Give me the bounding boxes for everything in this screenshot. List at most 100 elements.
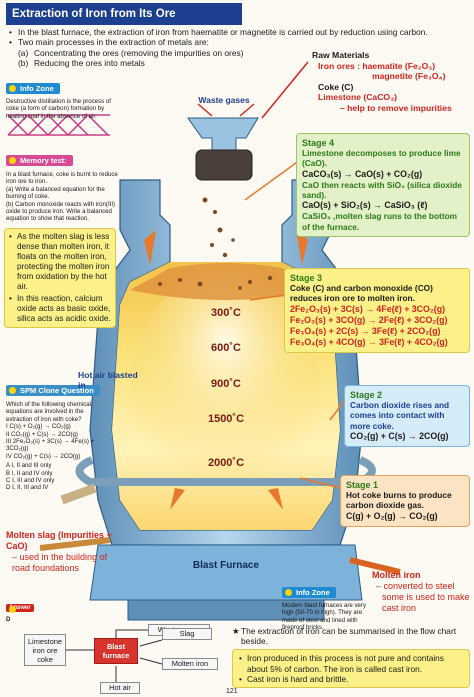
info-zone-2: Info Zone Modern blast furnaces are very… [282,582,372,632]
info-zone-1-text: Destructive distillation is the process … [6,98,111,120]
stage-3-eq2: Fe₂O₃(s) + 3CO(g) → 2Fe(ℓ) + 3CO₂(g) [290,314,448,325]
molten-iron-callout: Molten iron – converted to steel some is… [372,570,472,614]
molten-iron-note-1: – converted to steel [376,581,455,591]
info-zone-2-text: Modern blast furnaces are very high (50-… [282,602,366,632]
summary-notes-box: •Iron produced in this process is not pu… [232,649,470,689]
hot-air-pipe [60,483,97,505]
stage-1-eq: C(g) + O₂(g) → CO₂(g) [346,510,438,521]
molten-slag-callout: Molten slag (Impurities + CaO) – used in… [6,530,124,574]
spm-option-3: III 2Fe₂O₃(s) + 3C(s) → 4Fe(s) + 3CO₂(g) [6,438,95,453]
slag-spout [39,537,111,551]
stage-4-b1: Limestone decomposes to produce lime (Ca… [302,148,461,169]
raw-materials-title: Raw Materials [312,50,370,60]
spm-option-2: II CO₂(g) + C(s) → 2CO(g) [6,430,78,438]
hot-air-ring-pipe [75,456,376,486]
blast-furnace-label: Blast Furnace [192,560,260,571]
stage-3-eq1: 2Fe₂O₃(s) + 3C(s) → 4Fe(ℓ) + 3CO₂(g) [290,303,446,314]
memory-test-text: In a blast furnace, coke is burnt to red… [6,171,118,186]
memory-test-heading: Memory test: [6,155,73,166]
stage-4-box: Stage 4 Limestone decomposes to produce … [296,133,470,237]
molten-iron-title: Molten iron [372,570,421,580]
answer-label: Answer [6,604,34,613]
furnace-glow [131,270,321,510]
stage-3-title: Stage 3 [290,273,323,283]
sub-a-text: Concentrating the ores (removing the imp… [34,47,244,58]
flow-molten-iron: Molten iron [162,658,218,670]
info-zone-1: Info Zone Destructive distillation is th… [6,78,114,120]
iron-spout [349,557,401,575]
stage-1-text: Hot coke burns to produce carbon dioxide… [346,490,452,511]
stage-3-box: Stage 3 Coke (C) and carbon monoxide (CO… [284,268,470,354]
intro-line-1: In the blast furnace, the extraction of … [8,27,470,38]
spm-question-text: Which of the following chemical equation… [6,401,92,423]
furnace-base [89,544,363,601]
raw-iron-ores: Iron ores : haematite (Fe₂O₃) [318,60,436,71]
flow-slag: Slag [162,628,212,640]
memory-test: Memory test: In a blast furnace, coke is… [6,150,126,223]
stage-4-title: Stage 4 [302,138,335,148]
rising-gas-arrows [144,230,308,510]
stage-pointer-arrows [244,159,346,489]
stage-3-eq4: Fe₃O₄(s) + 4CO(g) → 3Fe(ℓ) + 4CO₂(g) [290,337,448,348]
molten-slag-title: Molten slag (Impurities + CaO) [6,530,112,551]
stage-2-text: Carbon dioxide rises and comes into cont… [350,400,450,431]
sub-b-text: Reducing the ores into metals [34,58,145,69]
spm-question: SPM Clone Question Which of the followin… [6,380,102,492]
sub-b-label: (b) [18,58,29,69]
stage-4-b2: CaO then reacts with SiO₂ (silica dioxid… [302,179,462,201]
page-title: Extraction of Iron from Its Ore [6,3,242,25]
molten-iron-note-2: some is used to make cast iron [382,592,470,613]
summary: ★The extraction of iron can be summarise… [232,626,470,689]
stage-2-box: Stage 2 Carbon dioxide rises and comes i… [344,385,470,448]
spm-question-heading: SPM Clone Question [6,385,100,396]
charge-layer [130,263,322,300]
stage-2-eq: CO₂(g) + C(s) → 2CO(g) [350,430,449,441]
memory-test-qb: (b) Carbon monoxide reacts with iron(III… [6,200,116,223]
stage-2-title: Stage 2 [350,390,383,400]
intro-line-2: Two main processes in the extraction of … [8,37,470,48]
raw-magnetite: magnetite (Fe₃O₄) [372,71,446,82]
summary-intro: The extraction of iron can be summarised… [241,626,457,647]
summary-b2: Cast iron is hard and brittle. [247,673,349,684]
flow-hot-air: Hot air [100,682,140,694]
temp-2000: 2000˚C [207,457,245,469]
stage-1-box: Stage 1 Hot coke burns to produce carbon… [340,475,470,527]
stage-4-b3: CaSiO₃ ,molten slag runs to the bottom o… [302,211,458,232]
summary-b1: Iron produced in this process is not pur… [247,653,444,674]
sub-a-label: (a) [18,47,29,58]
waste-gas-arrow-right [239,103,255,117]
slag-note-box: •As the molten slag is less dense than m… [4,228,116,328]
info-zone-2-heading: Info Zone [282,587,336,598]
stage-3-eq3: Fe₃O₄(s) + 2C(s) → 3Fe(ℓ) + 2CO₂(g) [290,326,441,337]
spm-answer-a: A I, II and III only [6,462,52,470]
lattice-decoration [7,113,110,137]
waste-gases-label: Waste gases [198,95,250,105]
spm-answer-c: C I, III and IV only [6,477,55,485]
flow-inputs: Limestone iron ore coke [24,634,66,666]
ore-particles [158,197,273,290]
hot-air-label: Hot air blasted in [78,370,138,390]
spm-answer-d: D I, II, III and IV [6,484,49,492]
temp-900: 900˚C [211,378,241,390]
intro-text: In the blast furnace, the extraction of … [8,27,470,69]
slag-note-b1: As the molten slag is less dense than mo… [17,232,110,291]
molten-slag-note: – used in the building of road foundatio… [12,552,108,573]
temp-600: 600˚C [211,342,241,354]
slag-note-b2: In this reaction, calcium oxide acts as … [17,294,111,323]
page-number: 121 [226,688,238,695]
stage-1-title: Stage 1 [346,480,379,490]
waste-gas-arrow-left [197,103,213,117]
stage-3-text: Coke (C) and carbon monoxide (CO) reduce… [290,283,433,304]
stage-4-eq2: CaO(s) + SiO₂(s) → CaSiO₃ (ℓ) [302,200,428,211]
raw-coke: Coke (C) [318,81,354,92]
raw-limestone: Limestone (CaCO₃) [318,92,397,103]
raw-limestone-note: – help to remove impurities [340,102,452,113]
memory-test-qa: (a) Write a balanced equation for the bu… [6,185,105,201]
furnace-foundation [127,599,325,621]
spm-option-1: I C(s) + O₂(g) → CO₂(g) [6,423,71,431]
temp-300: 300˚C [211,307,241,319]
raw-materials: Raw Materials Iron ores : haematite (Fe₂… [312,50,472,114]
stage-4-eq1: CaCO₃(s) → CaO(s) + CO₂(g) [302,168,423,179]
furnace-outer-wall [89,179,363,546]
